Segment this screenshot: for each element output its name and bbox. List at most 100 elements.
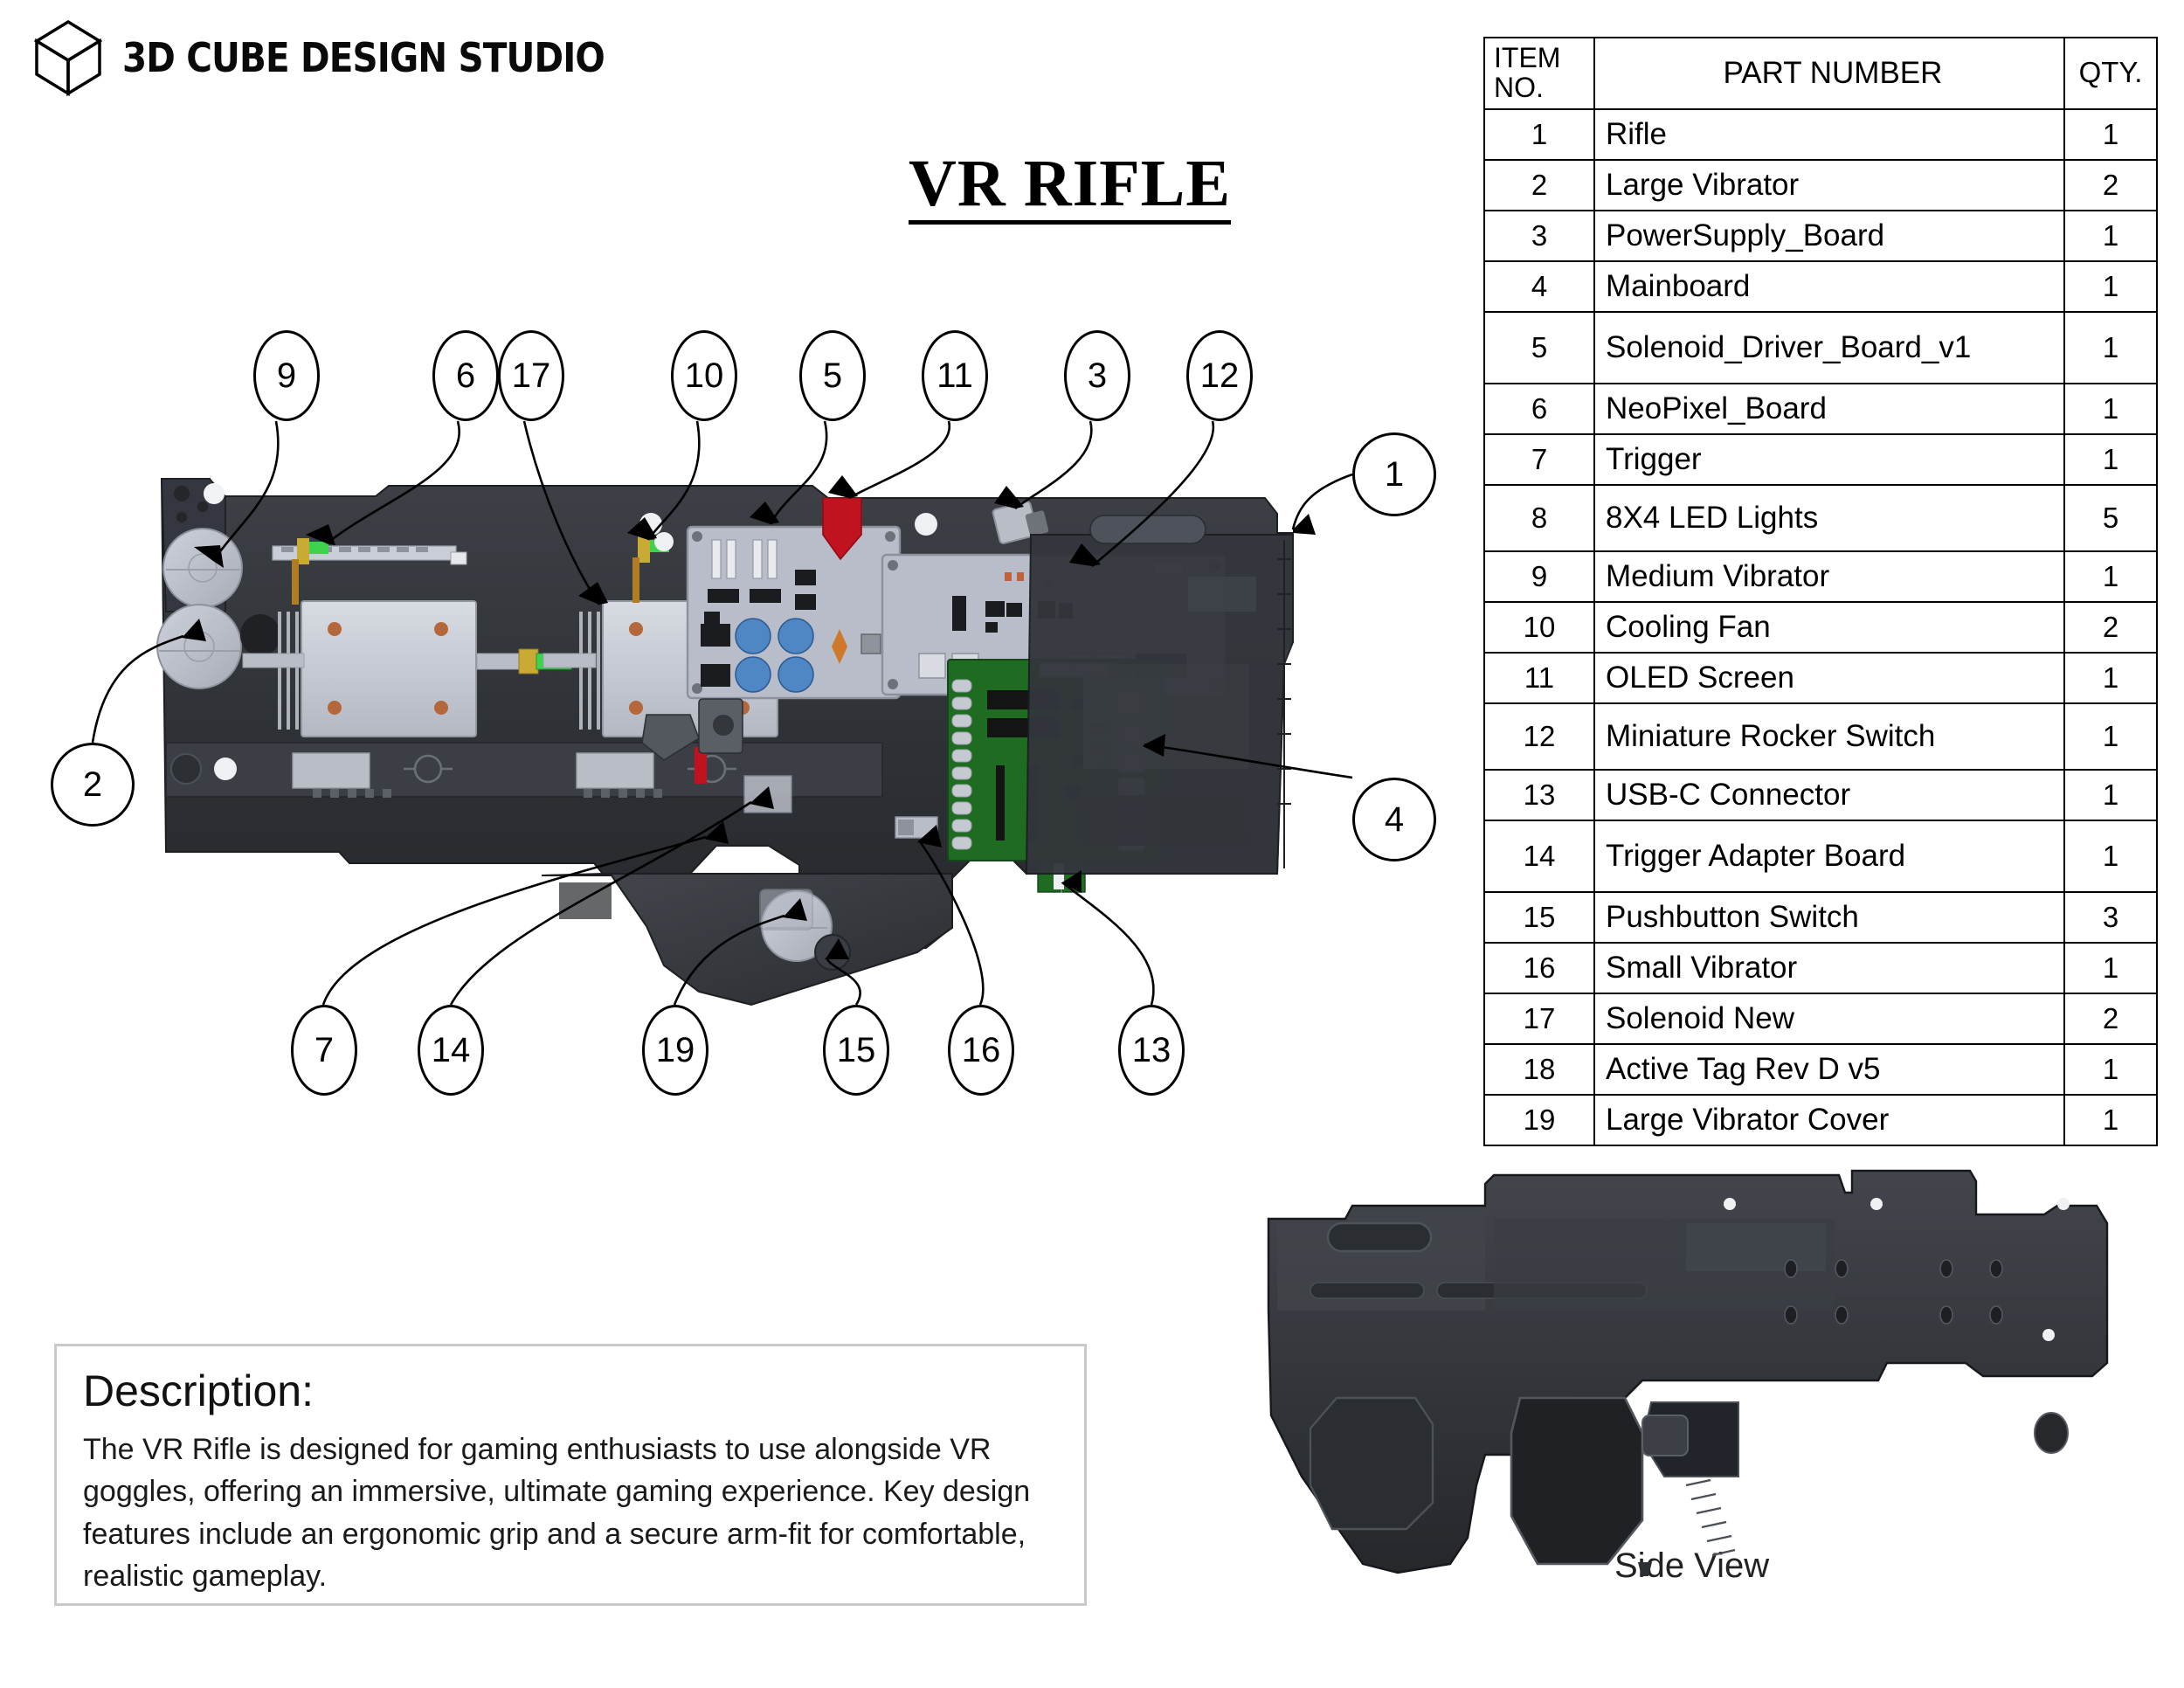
table-row: 1 Rifle 1 [1483,107,2158,161]
bom-part-label: 8X4 LED Lights [1606,501,1819,536]
side-view-handle [1326,1221,1433,1253]
bom-part-number: Solenoid_Driver_Board_v1 [1593,310,2065,384]
bom-part-label: Rifle [1606,117,1668,152]
callout-balloon-19[interactable]: 19 [642,1005,708,1096]
table-row: 10 Cooling Fan 2 [1483,600,2158,654]
callout-balloon-14[interactable]: 14 [418,1005,484,1096]
table-row: 9 Medium Vibrator 1 [1483,550,2158,603]
callout-balloon-17[interactable]: 17 [498,330,564,421]
callout-balloon-11[interactable]: 11 [922,330,988,421]
bom-qty: 2 [2063,158,2158,211]
bom-item-no: 4 [1483,259,1595,313]
bom-part-label: PowerSupply_Board [1606,218,1885,253]
callout-balloon-4[interactable]: 4 [1352,778,1436,861]
callout-balloon-2[interactable]: 2 [51,743,135,827]
bom-part-number: OLED Screen [1593,651,2065,704]
bom-header-item-no: ITEM NO. [1483,37,1595,110]
bom-header-part-number: PART NUMBER [1593,37,2065,110]
bom-part-number: Trigger [1593,432,2065,486]
bom-part-label: Medium Vibrator [1606,559,1830,594]
bom-qty: 1 [2063,432,2158,486]
bom-item-no: 12 [1483,702,1595,771]
table-row: 8 8X4 LED Lights 5 [1483,483,2158,552]
bom-part-number: 8X4 LED Lights [1593,483,2065,552]
bom-qty: 1 [2063,107,2158,161]
table-row: 12 Miniature Rocker Switch 1 [1483,702,2158,771]
bom-part-label: Trigger Adapter Board [1606,839,1906,874]
bom-part-label: USB-C Connector [1606,778,1851,813]
bom-qty: 1 [2063,550,2158,603]
bom-item-no: 14 [1483,819,1595,893]
callout-balloon-9[interactable]: 9 [253,330,320,421]
bom-part-number: Large Vibrator Cover [1593,1093,2065,1146]
callout-balloon-13[interactable]: 13 [1118,1005,1185,1096]
bom-part-number: Cooling Fan [1593,600,2065,654]
bom-part-number: NeoPixel_Board [1593,382,2065,435]
bom-qty: 1 [2063,702,2158,771]
bom-part-label: Small Vibrator [1606,951,1798,986]
bom-part-number: Pushbutton Switch [1593,890,2065,944]
bom-part-number: Medium Vibrator [1593,550,2065,603]
bom-part-label: Cooling Fan [1606,610,1771,645]
bom-item-no: 19 [1483,1093,1595,1146]
table-row: 14 Trigger Adapter Board 1 [1483,819,2158,893]
cube-icon [33,19,103,96]
bom-qty: 3 [2063,890,2158,944]
description-text: The VR Rifle is designed for gaming enth… [83,1433,1031,1593]
bom-part-number: Solenoid New [1593,992,2065,1045]
bom-item-no: 10 [1483,600,1595,654]
bom-part-label: Large Vibrator [1606,168,1800,203]
bom-part-number: Miniature Rocker Switch [1593,702,2065,771]
bom-qty: 1 [2063,209,2158,262]
bom-part-number: Large Vibrator [1593,158,2065,211]
callout-balloon-7[interactable]: 7 [291,1005,357,1096]
bom-item-no: 1 [1483,107,1595,161]
table-row: 13 USB-C Connector 1 [1483,768,2158,821]
bom-item-no: 17 [1483,992,1595,1045]
callout-balloon-3[interactable]: 3 [1064,330,1130,421]
bom-part-label: Trigger [1606,442,1702,477]
brand-name: 3D CUBE DESIGN STUDIO [122,34,605,81]
bom-item-no: 6 [1483,382,1595,435]
bom-qty: 1 [2063,941,2158,994]
bom-item-no: 8 [1483,483,1595,552]
callout-balloon-16[interactable]: 16 [948,1005,1014,1096]
bom-item-no: 5 [1483,310,1595,384]
bom-qty: 1 [2063,259,2158,313]
callout-balloon-6[interactable]: 6 [432,330,499,421]
solenoid-assembly-1 [242,600,572,737]
bom-part-label: Miniature Rocker Switch [1606,719,1936,754]
bom-part-label: NeoPixel_Board [1606,391,1827,426]
bom-qty: 1 [2063,819,2158,893]
bom-header-qty: QTY. [2063,37,2158,110]
bom-qty: 5 [2063,483,2158,552]
callout-balloon-10[interactable]: 10 [671,330,737,421]
bom-qty: 1 [2063,651,2158,704]
bom-part-label: Pushbutton Switch [1606,900,1859,935]
description-box: Description: The VR Rifle is designed fo… [54,1344,1087,1606]
callout-balloon-1[interactable]: 1 [1352,432,1436,516]
bom-item-no: 9 [1483,550,1595,603]
bom-qty: 2 [2063,600,2158,654]
bom-part-number: Active Tag Rev D v5 [1593,1042,2065,1096]
bom-part-number: USB-C Connector [1593,768,2065,821]
bom-part-number: Trigger Adapter Board [1593,819,2065,893]
callout-balloon-15[interactable]: 15 [823,1005,889,1096]
callout-balloon-5[interactable]: 5 [799,330,866,421]
bom-qty: 1 [2063,768,2158,821]
bom-item-no: 13 [1483,768,1595,821]
bom-part-label: Solenoid_Driver_Board_v1 [1606,330,1972,365]
exploded-assembly-view [156,478,1294,1007]
callout-balloon-12[interactable]: 12 [1186,330,1253,421]
